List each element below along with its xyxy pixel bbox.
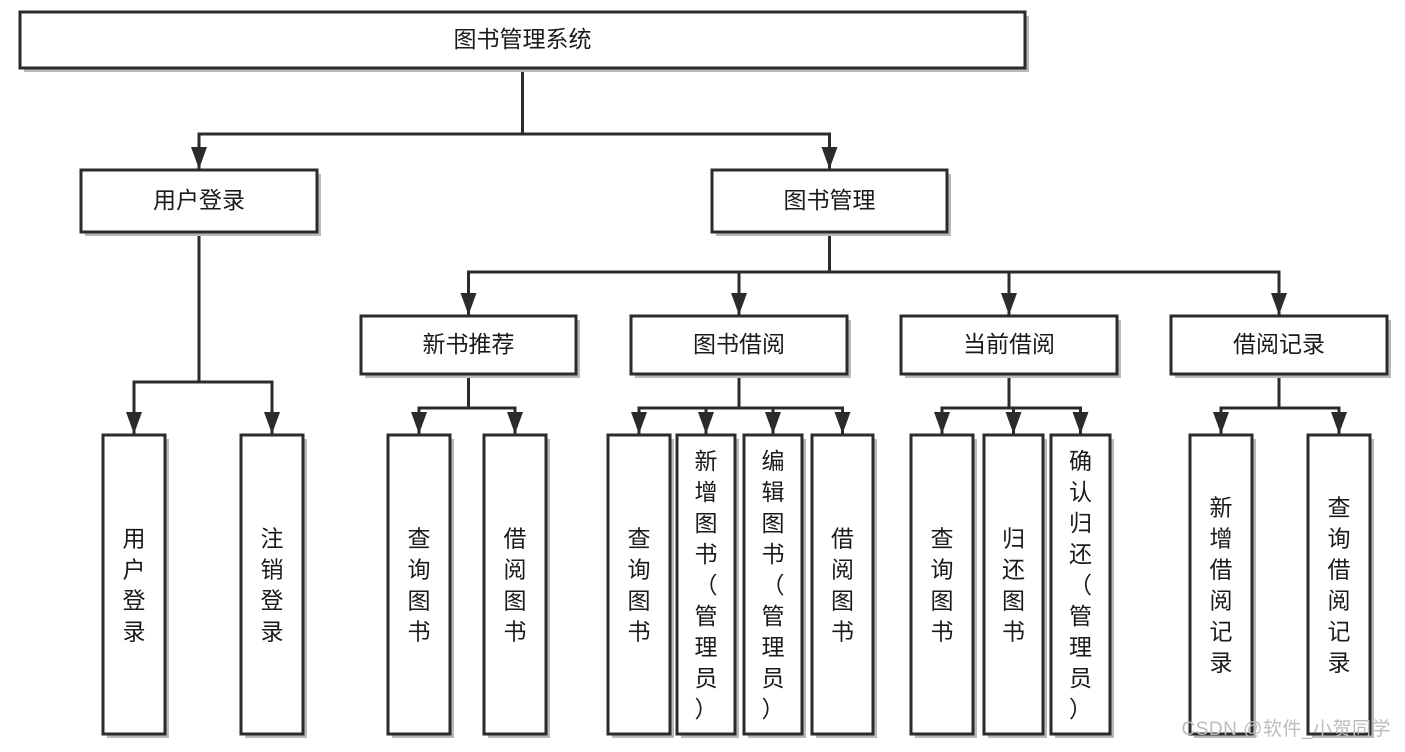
node-leaf-logout-login[interactable]: 注销登录 — [239, 433, 307, 738]
node-border — [1306, 433, 1372, 736]
node-label: 新增借阅记录 — [1210, 495, 1233, 676]
node-border — [629, 314, 849, 376]
arrow-head-icon — [191, 147, 207, 169]
node-label: 注销登录 — [261, 526, 284, 645]
node-label: 用户登录 — [123, 526, 146, 645]
node-label: 借阅图书 — [831, 526, 854, 645]
arrow-head-icon — [264, 412, 280, 434]
node-leaf-borrow-book-recommend[interactable]: 借阅图书 — [482, 433, 550, 738]
arrow-head-icon — [1213, 412, 1229, 434]
arrow-head-icon — [507, 412, 523, 434]
arrow-head-icon — [1072, 412, 1089, 434]
node-label: 编辑图书（管理员） — [762, 448, 785, 722]
node-border — [742, 433, 804, 736]
node-border — [386, 433, 452, 736]
node-border — [899, 314, 1119, 376]
arrow-head-icon — [631, 412, 647, 434]
node-border — [79, 168, 319, 234]
node-label: 新书推荐 — [423, 331, 515, 357]
node-leaf-add-book-admin[interactable]: 新增图书（管理员） — [675, 433, 739, 738]
node-label: 查询图书 — [408, 526, 431, 645]
node-label: 用户登录 — [153, 187, 245, 213]
node-book-management[interactable]: 图书管理 — [710, 168, 951, 236]
node-label: 图书管理 — [784, 187, 876, 213]
csdn-watermark: CSDN @软件_小贺同学 — [1181, 719, 1391, 740]
node-border — [810, 433, 875, 736]
arrow-head-icon — [1001, 293, 1017, 315]
node-border — [18, 10, 1027, 70]
node-label: 归还图书 — [1002, 526, 1025, 645]
node-border — [101, 433, 167, 736]
node-leaf-user-login[interactable]: 用户登录 — [101, 433, 169, 738]
node-label: 图书管理系统 — [454, 26, 592, 52]
node-border — [909, 433, 975, 736]
node-label: 查询图书 — [628, 526, 651, 645]
node-border — [606, 433, 672, 736]
node-label: 新增图书（管理员） — [695, 448, 718, 722]
node-label: 图书借阅 — [693, 331, 785, 357]
arrow-head-icon — [1271, 293, 1287, 315]
arrow-head-icon — [126, 412, 142, 434]
arrow-head-icon — [765, 412, 781, 434]
arrow-head-icon — [411, 412, 427, 434]
node-border — [359, 314, 578, 376]
node-leaf-query-borrow-record[interactable]: 查询借阅记录 — [1306, 433, 1374, 738]
node-leaf-query-book-borrow[interactable]: 查询图书 — [606, 433, 674, 738]
arrow-head-icon — [834, 412, 851, 434]
node-book-borrow[interactable]: 图书借阅 — [629, 314, 851, 378]
node-leaf-query-book-recommend[interactable]: 查询图书 — [386, 433, 454, 738]
arrow-head-icon — [460, 293, 477, 315]
arrow-head-icon — [1005, 412, 1022, 434]
node-label: 当前借阅 — [963, 331, 1055, 357]
node-border — [710, 168, 949, 234]
node-border — [982, 433, 1045, 736]
node-borrow-record[interactable]: 借阅记录 — [1169, 314, 1391, 378]
node-border — [239, 433, 305, 736]
arrow-head-icon — [934, 412, 950, 434]
node-leaf-confirm-return-admin[interactable]: 确认归还（管理员） — [1049, 433, 1114, 738]
diagram-nodes: 图书管理系统用户登录图书管理新书推荐图书借阅当前借阅借阅记录用户登录注销登录查询… — [18, 10, 1391, 738]
node-current-borrow[interactable]: 当前借阅 — [899, 314, 1121, 378]
node-leaf-edit-book-admin[interactable]: 编辑图书（管理员） — [742, 433, 806, 738]
node-new-book-recommend[interactable]: 新书推荐 — [359, 314, 580, 378]
node-border — [482, 433, 548, 736]
node-label: 借阅图书 — [504, 526, 527, 645]
arrow-head-icon — [1331, 412, 1347, 434]
node-leaf-borrow-book[interactable]: 借阅图书 — [810, 433, 877, 738]
arrow-head-icon — [731, 293, 747, 315]
node-root[interactable]: 图书管理系统 — [18, 10, 1029, 72]
node-leaf-return-book[interactable]: 归还图书 — [982, 433, 1047, 738]
node-leaf-add-borrow-record[interactable]: 新增借阅记录 — [1188, 433, 1256, 738]
arrow-head-icon — [698, 412, 714, 434]
node-border — [1049, 433, 1112, 736]
connector-lines — [126, 66, 1347, 435]
node-border — [1169, 314, 1389, 376]
node-user-login[interactable]: 用户登录 — [79, 168, 321, 236]
node-label: 查询借阅记录 — [1328, 495, 1351, 676]
node-border — [1188, 433, 1254, 736]
arrow-head-icon — [821, 147, 838, 169]
node-label: 确认归还（管理员） — [1069, 448, 1092, 722]
node-label: 借阅记录 — [1233, 331, 1325, 357]
node-label: 查询图书 — [931, 526, 954, 645]
node-border — [675, 433, 737, 736]
node-leaf-query-book-current[interactable]: 查询图书 — [909, 433, 977, 738]
